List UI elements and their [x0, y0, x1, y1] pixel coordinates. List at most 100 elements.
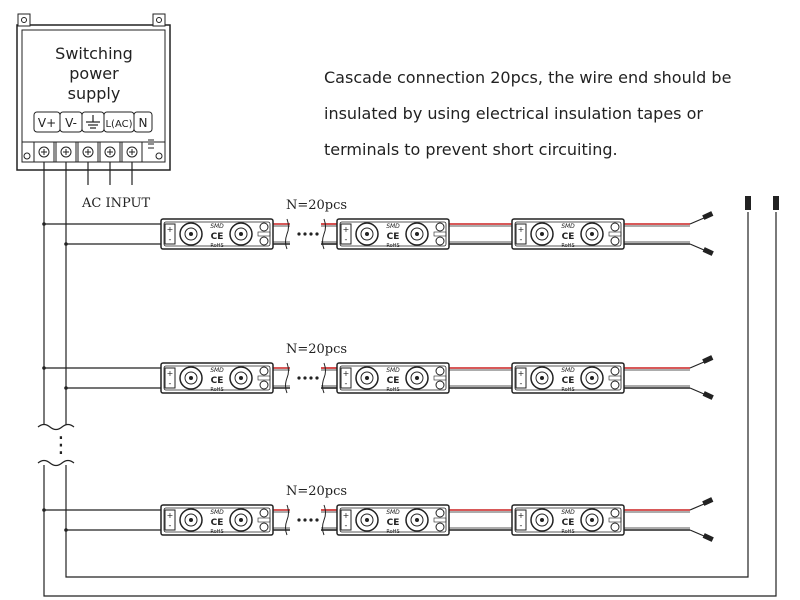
- insulated-end-icon: [702, 355, 714, 364]
- ac-input-label: AC INPUT: [81, 196, 150, 211]
- ce-mark: CE: [562, 376, 575, 386]
- rohs-mark: RoHS: [386, 387, 399, 393]
- insulated-end-icon: [702, 211, 714, 220]
- plus-label: +: [343, 225, 350, 234]
- rohs-mark: RoHS: [210, 243, 223, 249]
- continuation-mark: ⋮: [50, 433, 72, 458]
- ellipsis-dot: [303, 232, 307, 236]
- minus-label: -: [345, 379, 348, 388]
- minus-label: -: [520, 379, 523, 388]
- module-brand-label: SMD: [561, 223, 575, 230]
- module-count-label: N=20pcs: [286, 484, 347, 499]
- rohs-mark: RoHS: [561, 387, 574, 393]
- terminal-label-l: L(AC): [105, 119, 132, 130]
- plus-label: +: [518, 225, 525, 234]
- ce-mark: CE: [387, 518, 400, 528]
- module-brand-label: SMD: [210, 223, 224, 230]
- open-wire-ends: [745, 196, 779, 210]
- ce-mark: CE: [387, 232, 400, 242]
- module-brand-label: SMD: [386, 509, 400, 516]
- module-brand-label: SMD: [386, 367, 400, 374]
- psu-title-line-3: supply: [68, 84, 121, 103]
- insulated-end-icon: [702, 497, 714, 506]
- ce-mark: CE: [211, 232, 224, 242]
- ellipsis-dot: [315, 376, 319, 380]
- terminal-label-vplus: V+: [38, 116, 56, 130]
- module-count-label: N=20pcs: [286, 198, 347, 213]
- power-supply: Switching power supply V+ V- L(AC) N: [16, 13, 171, 211]
- note-line-2: insulated by using electrical insulation…: [324, 104, 703, 123]
- ellipsis-dot: [303, 376, 307, 380]
- ce-mark: CE: [562, 232, 575, 242]
- module-brand-label: SMD: [561, 509, 575, 516]
- module-count-label: N=20pcs: [286, 342, 347, 357]
- minus-label: -: [345, 521, 348, 530]
- rohs-mark: RoHS: [210, 529, 223, 535]
- plus-label: +: [343, 369, 350, 378]
- ellipsis-dot: [309, 232, 313, 236]
- minus-label: -: [169, 521, 172, 530]
- ellipsis-dot: [297, 376, 301, 380]
- rohs-mark: RoHS: [561, 243, 574, 249]
- ellipsis-dot: [297, 232, 301, 236]
- plus-label: +: [518, 369, 525, 378]
- module-brand-label: SMD: [210, 367, 224, 374]
- rohs-mark: RoHS: [210, 387, 223, 393]
- mount-hole-icon: [156, 17, 162, 23]
- minus-label: -: [169, 235, 172, 244]
- module-brand-label: SMD: [561, 367, 575, 374]
- ground-icon: [86, 115, 100, 129]
- plus-label: +: [167, 225, 174, 234]
- rohs-mark: RoHS: [561, 529, 574, 535]
- insulated-end-icon: [702, 533, 714, 542]
- ellipsis-dot: [315, 518, 319, 522]
- terminal-block: [23, 139, 163, 163]
- cascade-note: Cascade connection 20pcs, the wire end s…: [324, 60, 794, 168]
- ce-mark: CE: [211, 518, 224, 528]
- terminal-label-vminus: V-: [65, 116, 77, 130]
- ellipsis-dot: [309, 376, 313, 380]
- ellipsis-dot: [303, 518, 307, 522]
- plus-label: +: [518, 511, 525, 520]
- plus-label: +: [167, 511, 174, 520]
- ellipsis-dot: [315, 232, 319, 236]
- module-brand-label: SMD: [386, 223, 400, 230]
- plus-label: +: [167, 369, 174, 378]
- ce-mark: CE: [562, 518, 575, 528]
- module-brand-label: SMD: [210, 509, 224, 516]
- minus-label: -: [345, 235, 348, 244]
- mount-hole-icon: [21, 17, 27, 23]
- bus-lines: [37, 162, 777, 597]
- terminal-label-n: N: [139, 116, 148, 130]
- ce-mark: CE: [387, 376, 400, 386]
- note-line-3: terminals to prevent short circuiting.: [324, 140, 618, 159]
- ellipsis-dot: [309, 518, 313, 522]
- rohs-mark: RoHS: [386, 243, 399, 249]
- note-line-1: Cascade connection 20pcs, the wire end s…: [324, 68, 732, 87]
- ce-mark: CE: [211, 376, 224, 386]
- rohs-mark: RoHS: [386, 529, 399, 535]
- led-strings: N=20pcs+-SMDCERoHS+-SMDCERoHS+-SMDCERoHS…: [42, 198, 714, 542]
- minus-label: -: [520, 235, 523, 244]
- plus-label: +: [343, 511, 350, 520]
- psu-title-line-2: power: [69, 64, 119, 83]
- psu-title-line-1: Switching: [55, 44, 133, 63]
- ellipsis-dot: [297, 518, 301, 522]
- minus-label: -: [169, 379, 172, 388]
- minus-label: -: [520, 521, 523, 530]
- insulated-end-icon: [702, 247, 714, 256]
- insulated-end-icon: [702, 391, 714, 400]
